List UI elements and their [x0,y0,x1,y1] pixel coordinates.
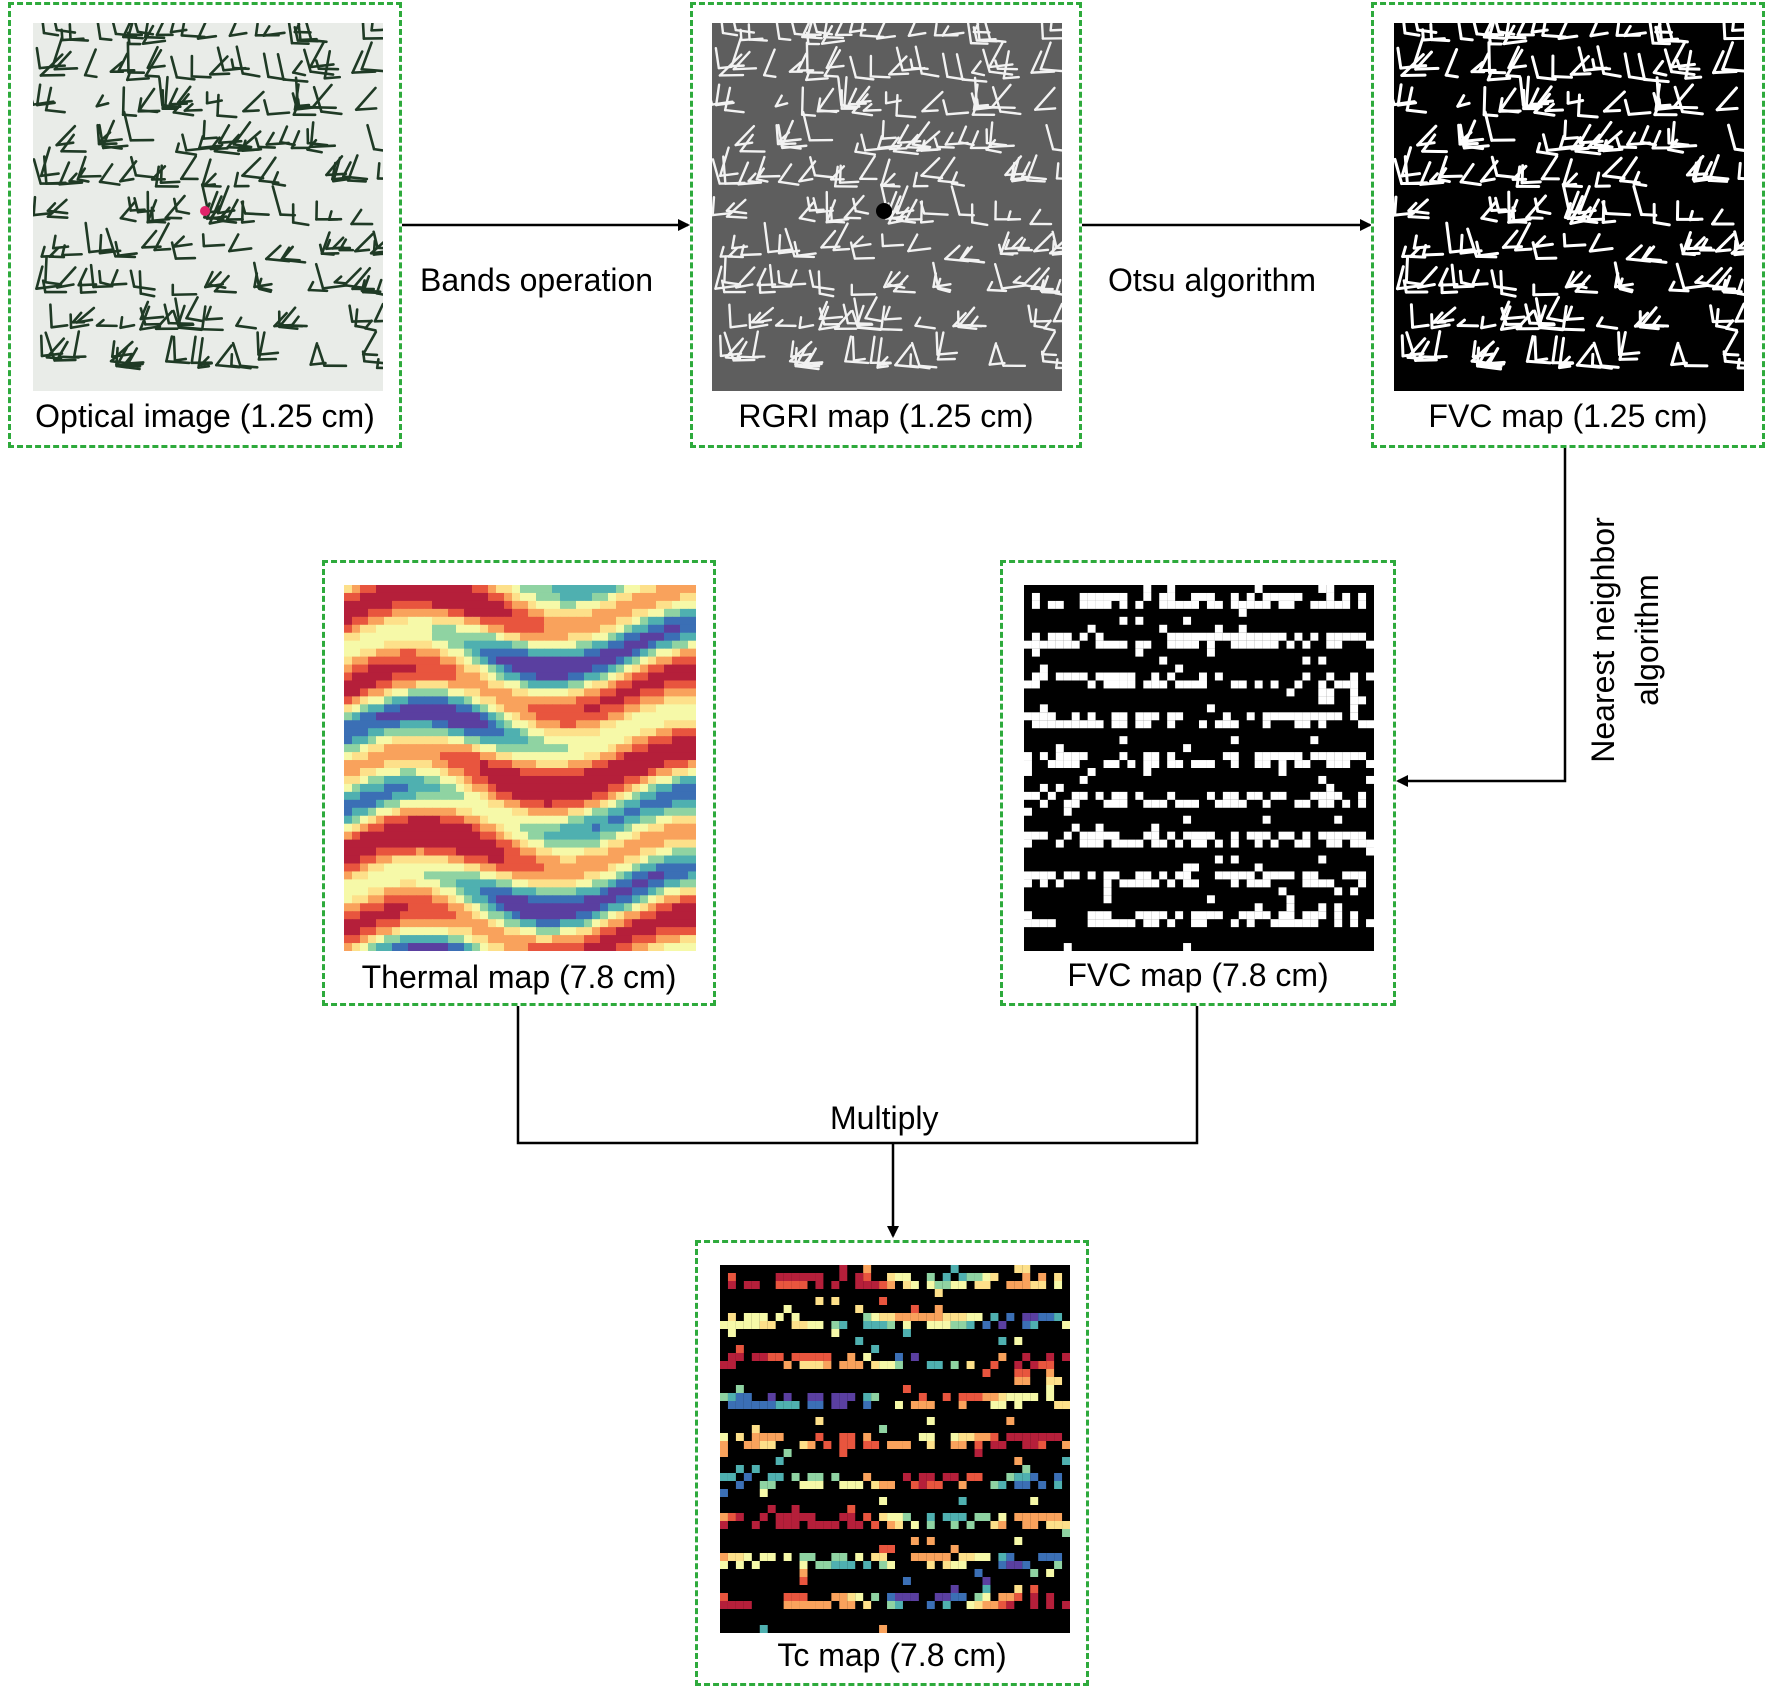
step-label-otsu: Otsu algorithm [1108,262,1317,298]
thermal-map-box: Thermal map (7.8 cm) [322,560,716,1006]
fvc-map-fine-image [1394,23,1744,391]
fvc-map-coarse-caption: FVC map (7.8 cm) [1067,957,1329,993]
tc-map-caption: Tc map (7.8 cm) [777,1637,1007,1673]
fvc-map-coarse-box: FVC map (7.8 cm) [1000,560,1396,1006]
rgri-map-image [712,23,1062,391]
nearest-neighbor-line2: algorithm [1629,574,1665,706]
fvc-map-fine-caption: FVC map (1.25 cm) [1428,398,1708,434]
tc-map-image [720,1265,1070,1633]
tc-map-box: Tc map (7.8 cm) [695,1240,1089,1686]
thermal-map-caption: Thermal map (7.8 cm) [361,959,677,995]
optical-image-box: Optical image (1.25 cm) [8,2,402,448]
rgri-map-caption: RGRI map (1.25 cm) [738,398,1034,434]
step-label-multiply: Multiply [830,1100,939,1136]
rgri-map-box: RGRI map (1.25 cm) [690,2,1082,448]
connector-fvc-multiply [893,1005,1199,1145]
fvc-map-fine-box: FVC map (1.25 cm) [1371,2,1765,448]
step-label-nearest-neighbor: Nearest neighbor algorithm [1581,505,1669,775]
connector-thermal-multiply [516,1005,893,1145]
nearest-neighbor-line1: Nearest neighbor [1585,517,1621,763]
step-label-bands-operation: Bands operation [420,262,654,298]
thermal-map-image [344,585,696,951]
optical-image-caption: Optical image (1.25 cm) [35,398,375,434]
fvc-map-coarse-image [1024,585,1374,951]
arrow-nearest-neighbor [1396,448,1567,787]
optical-image [33,23,383,391]
